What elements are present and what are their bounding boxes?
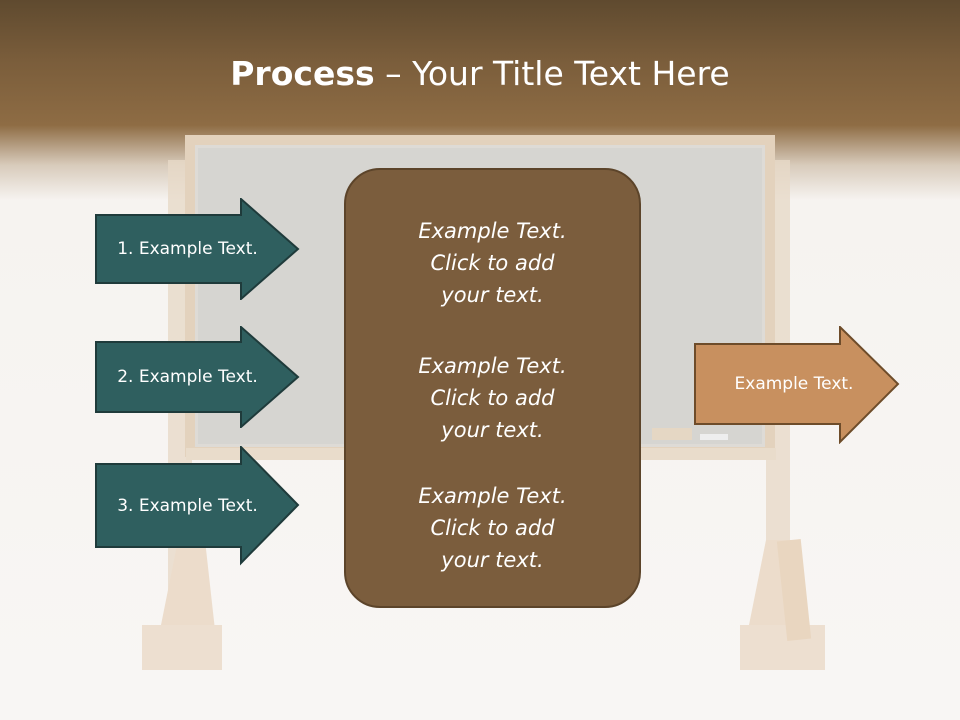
right-arrow-label: Example Text. [734, 374, 854, 394]
title-rest: – Your Title Text Here [374, 54, 730, 93]
arrow-shape [694, 326, 900, 444]
left-arrow-3[interactable]: 3. Example Text. [95, 446, 300, 566]
center-text-2[interactable]: Example Text. Click to add your text. [418, 354, 567, 442]
right-arrow[interactable]: Example Text. [694, 326, 900, 444]
center-text-box[interactable]: Example Text. Click to add your text. Ex… [344, 168, 641, 608]
left-arrow-1[interactable]: 1. Example Text. [95, 198, 300, 300]
arrow-shape [95, 326, 300, 428]
title-bold: Process [230, 54, 375, 93]
center-text-1[interactable]: Example Text. Click to add your text. [418, 219, 567, 307]
left-arrow-2[interactable]: 2. Example Text. [95, 326, 300, 428]
left-arrow-label: 2. Example Text. [117, 367, 258, 387]
left-arrow-label: 1. Example Text. [117, 239, 258, 259]
center-text-3[interactable]: Example Text. Click to add your text. [418, 484, 567, 572]
slide-title: Process – Your Title Text Here [0, 54, 960, 93]
arrow-shape [95, 198, 300, 300]
left-arrow-label: 3. Example Text. [117, 495, 258, 516]
arrow-shape [95, 446, 300, 566]
